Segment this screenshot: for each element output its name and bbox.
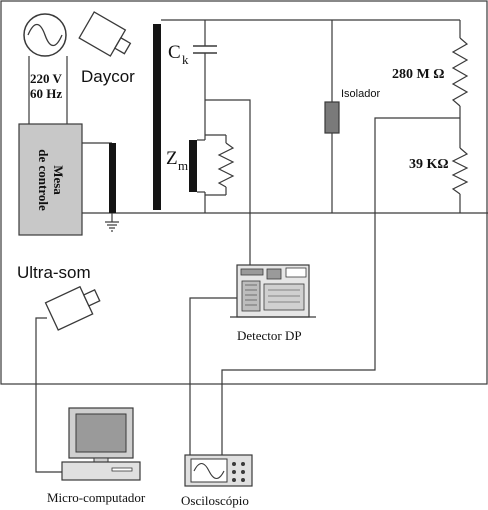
ultrasound-label: Ultra-som	[17, 263, 91, 282]
mesa-label-line1: Mesa	[51, 165, 66, 195]
daycor-device-icon	[78, 11, 132, 57]
ck-subscript: k	[182, 52, 189, 67]
zm-label: Z	[166, 148, 178, 169]
detector-device-icon	[230, 264, 316, 318]
transformer-bar-small	[109, 143, 116, 213]
voltage-label: 220 V	[30, 71, 63, 86]
ac-source-icon	[23, 13, 68, 124]
resistor-low-label: 39 KΩ	[409, 157, 449, 172]
ultrasound-to-computer-wire	[35, 317, 62, 473]
oscilloscope-signal-wire	[221, 117, 460, 462]
capacitor-ck-icon	[193, 20, 217, 135]
oscilloscope-icon	[184, 454, 253, 487]
zm-subscript: m	[178, 158, 188, 173]
ultrasound-device-icon	[44, 285, 101, 331]
detector-to-oscilloscope-wire	[189, 297, 237, 462]
computer-icon	[61, 407, 141, 481]
transformer-bar-main	[153, 24, 161, 210]
ground-icon	[105, 213, 119, 232]
impedance-zm-icon	[189, 134, 235, 213]
daycor-label: Daycor	[81, 67, 135, 86]
resistor-39k-icon	[451, 147, 469, 213]
resistor-high-label: 280 M Ω	[392, 67, 444, 82]
outer-frame	[0, 0, 488, 385]
resistor-280m-icon	[451, 20, 469, 148]
detector-label: Detector DP	[237, 328, 302, 343]
isolator-icon	[324, 101, 340, 134]
isolator-label: Isolador	[341, 88, 380, 100]
frequency-label: 60 Hz	[30, 86, 62, 101]
oscilloscope-label: Osciloscópio	[181, 493, 249, 508]
detector-signal-wire	[205, 99, 251, 265]
ck-label: C	[168, 42, 181, 63]
computer-label: Micro-computador	[47, 490, 146, 505]
mesa-label-line2: de controle	[36, 149, 51, 211]
control-panel: Mesa de controle	[18, 123, 83, 236]
